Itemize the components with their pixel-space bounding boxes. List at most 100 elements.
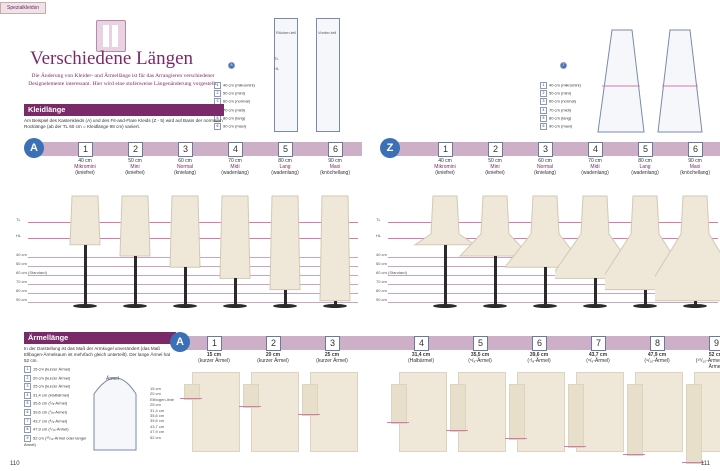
dress-desc: (knöchellang): [679, 170, 711, 177]
legend-text: 39,6 cm (⁷/₈-Ärmel): [33, 409, 67, 415]
stand-base: [173, 304, 197, 308]
page-title: Verschiedene Längen: [30, 48, 194, 69]
legend-number: 7: [24, 417, 31, 425]
y-axis-label: 70 cm: [16, 279, 27, 284]
sleeve-size-label: 35,5 cm(⁵/₈-Ärmel): [455, 352, 505, 364]
legend-text: 80 cm (lang): [223, 115, 246, 121]
sleeve-arm: [302, 384, 318, 416]
size-number: 2: [128, 142, 143, 157]
y-axis-label: HL: [376, 233, 382, 238]
legend-text: 20 cm (kurzer Ärmel): [33, 375, 71, 381]
sleeve-desc: (⁹/₁₀-Ärmel): [644, 358, 670, 365]
y-axis-label: 40 cm: [376, 252, 387, 257]
dress-figure: [219, 195, 251, 279]
y-axis-label: 90 cm: [376, 297, 387, 302]
dress-len: 60 cm: [538, 158, 552, 164]
y-axis-label: 50 cm: [16, 261, 27, 266]
stand-base: [273, 304, 297, 308]
dress-figure: [169, 195, 201, 268]
stand-base: [483, 304, 507, 308]
dress-name: Midi: [590, 164, 600, 171]
sleeve-desc: (kurzer Ärmel): [198, 358, 230, 365]
y-axis-label: TL: [16, 217, 21, 222]
size-number: 4: [228, 142, 243, 157]
sleeve-scale-label: 35,6 cm: [150, 413, 165, 418]
sleeve-number: 6: [532, 336, 547, 351]
size-number: 5: [638, 142, 653, 157]
stand-base: [123, 304, 147, 308]
reference-line: [388, 293, 718, 294]
legend-number: 4: [24, 391, 31, 399]
y-axis-label: 60 cm (Standard): [16, 270, 47, 275]
dress-len: 40 cm: [438, 158, 452, 164]
badge-a: A: [24, 138, 44, 158]
back-piece: [274, 18, 298, 132]
sleeve-arm: [568, 384, 584, 448]
stand-base: [323, 304, 347, 308]
dress-figure: [119, 195, 151, 257]
band-sleeves: [180, 336, 720, 350]
front-piece: [316, 18, 340, 132]
legend-number: 1: [540, 82, 547, 89]
sleeve-torso: [399, 372, 447, 452]
stand-base: [633, 304, 657, 308]
y-axis-label: 50 cm: [376, 261, 387, 266]
badge-a-sleeve: A: [170, 332, 190, 352]
dress-desc: (wadenlang): [271, 170, 299, 177]
sleeve-desc: (⁸/₉-Ärmel): [586, 358, 610, 365]
flare-back-piece: [597, 29, 703, 133]
sleeve-arm: [509, 384, 525, 440]
legend-number: 3: [24, 383, 31, 391]
sleeve-size-label: 15 cm(kurzer Ärmel): [189, 352, 239, 364]
sleeve-len: 15 cm: [206, 352, 222, 358]
page-number-right: 111: [700, 461, 710, 467]
sleeve-number: 9: [709, 336, 720, 351]
sleeve-scale-label: Ellbogen-linie: [150, 396, 175, 402]
sleeve-len: 31,4 cm: [411, 352, 431, 358]
legend-number: 5: [540, 114, 547, 122]
size-number: 1: [78, 142, 93, 157]
dress-name: Maxi: [329, 164, 341, 171]
dress-len: 70 cm: [228, 158, 242, 164]
sleeve-number: 4: [414, 336, 429, 351]
dress-len: 80 cm: [278, 158, 292, 164]
legend-text: 80 cm (lang): [549, 115, 572, 121]
dress-name: Midi: [230, 164, 240, 171]
sleeve-hem-line: [682, 462, 704, 463]
dress-name: Mini: [130, 164, 140, 171]
sleeve-arm: [243, 384, 259, 408]
dress-len: 50 cm: [128, 158, 142, 164]
dress-figure: [69, 195, 101, 246]
sleeve-arm: [184, 384, 200, 400]
legend-text: 40 cm (mikromini): [549, 82, 581, 88]
size-number: 6: [328, 142, 343, 157]
reference-line: [28, 275, 358, 276]
stand-pole: [693, 300, 697, 305]
back-label: Rücken-teil: [276, 30, 297, 35]
stand-pole: [283, 289, 287, 304]
dress-name: Normal: [176, 164, 194, 171]
legend-number: 6: [214, 123, 221, 130]
reference-line: [28, 302, 358, 303]
size-number: 6: [688, 142, 703, 157]
front-label: Vorder-teil: [318, 30, 337, 35]
stand-base: [583, 304, 607, 308]
sleeve-hem-line: [387, 422, 409, 423]
legend-text: 15 cm (kurzer Ärmel): [33, 366, 71, 372]
sleeve-torso: [576, 372, 624, 452]
